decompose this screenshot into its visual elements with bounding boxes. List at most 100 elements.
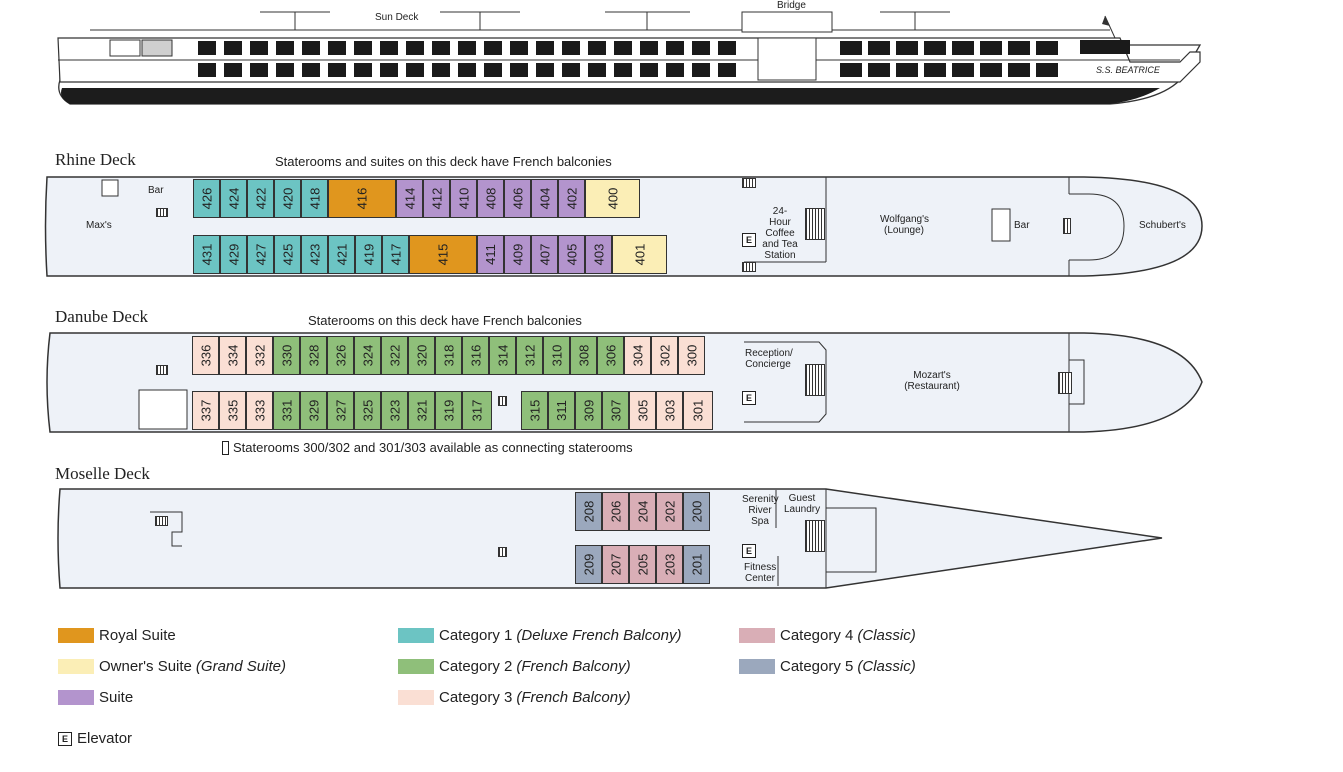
stateroom-412[interactable]: 412 bbox=[423, 179, 450, 218]
legend-cat3-swatch bbox=[398, 690, 434, 705]
stateroom-326[interactable]: 326 bbox=[327, 336, 354, 375]
stateroom-407[interactable]: 407 bbox=[531, 235, 558, 274]
rhine-stairs-2 bbox=[805, 208, 825, 240]
stateroom-304[interactable]: 304 bbox=[624, 336, 651, 375]
stateroom-204[interactable]: 204 bbox=[629, 492, 656, 531]
stateroom-411[interactable]: 411 bbox=[477, 235, 504, 274]
stateroom-303[interactable]: 303 bbox=[656, 391, 683, 430]
stateroom-301[interactable]: 301 bbox=[683, 391, 713, 430]
stateroom-318[interactable]: 318 bbox=[435, 336, 462, 375]
stateroom-405[interactable]: 405 bbox=[558, 235, 585, 274]
stateroom-333[interactable]: 333 bbox=[246, 391, 273, 430]
stateroom-410[interactable]: 410 bbox=[450, 179, 477, 218]
legend-elevator: E Elevator bbox=[58, 730, 132, 747]
stateroom-number: 426 bbox=[198, 187, 214, 210]
stateroom-325[interactable]: 325 bbox=[354, 391, 381, 430]
stateroom-331[interactable]: 331 bbox=[273, 391, 300, 430]
stateroom-402[interactable]: 402 bbox=[558, 179, 585, 218]
stateroom-327[interactable]: 327 bbox=[327, 391, 354, 430]
stateroom-431[interactable]: 431 bbox=[193, 235, 220, 274]
stateroom-421[interactable]: 421 bbox=[328, 235, 355, 274]
stateroom-number: 323 bbox=[386, 399, 402, 422]
legend-cat4: Category 4 (Classic) bbox=[739, 627, 916, 644]
stateroom-307[interactable]: 307 bbox=[602, 391, 629, 430]
stateroom-209[interactable]: 209 bbox=[575, 545, 602, 584]
stateroom-number: 404 bbox=[536, 187, 552, 210]
stateroom-number: 414 bbox=[401, 187, 417, 210]
stateroom-308[interactable]: 308 bbox=[570, 336, 597, 375]
stateroom-337[interactable]: 337 bbox=[192, 391, 219, 430]
stateroom-409[interactable]: 409 bbox=[504, 235, 531, 274]
stateroom-311[interactable]: 311 bbox=[548, 391, 575, 430]
stateroom-number: 329 bbox=[305, 399, 321, 422]
stateroom-422[interactable]: 422 bbox=[247, 179, 274, 218]
stateroom-335[interactable]: 335 bbox=[219, 391, 246, 430]
stateroom-206[interactable]: 206 bbox=[602, 492, 629, 531]
stateroom-336[interactable]: 336 bbox=[192, 336, 219, 375]
stateroom-208[interactable]: 208 bbox=[575, 492, 602, 531]
ship-name: S.S. BEATRICE bbox=[1096, 65, 1160, 75]
rhine-stairs-4 bbox=[742, 262, 756, 272]
stateroom-420[interactable]: 420 bbox=[274, 179, 301, 218]
stateroom-201[interactable]: 201 bbox=[683, 545, 710, 584]
stateroom-329[interactable]: 329 bbox=[300, 391, 327, 430]
stateroom-415[interactable]: 415 bbox=[409, 235, 477, 274]
stateroom-314[interactable]: 314 bbox=[489, 336, 516, 375]
stateroom-403[interactable]: 403 bbox=[585, 235, 612, 274]
stateroom-418[interactable]: 418 bbox=[301, 179, 328, 218]
stateroom-416[interactable]: 416 bbox=[328, 179, 396, 218]
stateroom-321[interactable]: 321 bbox=[408, 391, 435, 430]
stateroom-number: 401 bbox=[631, 243, 647, 266]
stateroom-417[interactable]: 417 bbox=[382, 235, 409, 274]
stateroom-317[interactable]: 317 bbox=[462, 391, 492, 430]
stateroom-315[interactable]: 315 bbox=[521, 391, 548, 430]
stateroom-404[interactable]: 404 bbox=[531, 179, 558, 218]
stateroom-305[interactable]: 305 bbox=[629, 391, 656, 430]
stateroom-319[interactable]: 319 bbox=[435, 391, 462, 430]
stateroom-330[interactable]: 330 bbox=[273, 336, 300, 375]
stateroom-320[interactable]: 320 bbox=[408, 336, 435, 375]
moselle-deck-title: Moselle Deck bbox=[55, 464, 150, 483]
stateroom-number: 324 bbox=[359, 344, 375, 367]
stateroom-300[interactable]: 300 bbox=[678, 336, 705, 375]
stateroom-419[interactable]: 419 bbox=[355, 235, 382, 274]
stateroom-322[interactable]: 322 bbox=[381, 336, 408, 375]
stateroom-426[interactable]: 426 bbox=[193, 179, 220, 218]
stateroom-207[interactable]: 207 bbox=[602, 545, 629, 584]
stateroom-202[interactable]: 202 bbox=[656, 492, 683, 531]
stateroom-427[interactable]: 427 bbox=[247, 235, 274, 274]
stateroom-205[interactable]: 205 bbox=[629, 545, 656, 584]
stateroom-306[interactable]: 306 bbox=[597, 336, 624, 375]
connecting-note: Staterooms 300/302 and 301/303 available… bbox=[222, 440, 633, 455]
stateroom-316[interactable]: 316 bbox=[462, 336, 489, 375]
legend-cat2: Category 2 (French Balcony) bbox=[398, 658, 631, 675]
stateroom-310[interactable]: 310 bbox=[543, 336, 570, 375]
stateroom-424[interactable]: 424 bbox=[220, 179, 247, 218]
stateroom-203[interactable]: 203 bbox=[656, 545, 683, 584]
stateroom-328[interactable]: 328 bbox=[300, 336, 327, 375]
stateroom-400[interactable]: 400 bbox=[585, 179, 640, 218]
stateroom-number: 326 bbox=[332, 344, 348, 367]
stateroom-323[interactable]: 323 bbox=[381, 391, 408, 430]
stateroom-401[interactable]: 401 bbox=[612, 235, 667, 274]
stateroom-408[interactable]: 408 bbox=[477, 179, 504, 218]
legend-cat1: Category 1 (Deluxe French Balcony) bbox=[398, 627, 681, 644]
stateroom-302[interactable]: 302 bbox=[651, 336, 678, 375]
stateroom-334[interactable]: 334 bbox=[219, 336, 246, 375]
stateroom-200[interactable]: 200 bbox=[683, 492, 710, 531]
stateroom-number: 301 bbox=[690, 399, 706, 422]
stateroom-number: 321 bbox=[413, 399, 429, 422]
stateroom-406[interactable]: 406 bbox=[504, 179, 531, 218]
stateroom-number: 412 bbox=[428, 187, 444, 210]
stateroom-312[interactable]: 312 bbox=[516, 336, 543, 375]
stateroom-423[interactable]: 423 bbox=[301, 235, 328, 274]
stateroom-number: 306 bbox=[602, 344, 618, 367]
stateroom-324[interactable]: 324 bbox=[354, 336, 381, 375]
stateroom-332[interactable]: 332 bbox=[246, 336, 273, 375]
legend-owners-name: Owner's Suite bbox=[99, 658, 192, 675]
stateroom-414[interactable]: 414 bbox=[396, 179, 423, 218]
stateroom-429[interactable]: 429 bbox=[220, 235, 247, 274]
stateroom-425[interactable]: 425 bbox=[274, 235, 301, 274]
stateroom-number: 406 bbox=[509, 187, 525, 210]
stateroom-309[interactable]: 309 bbox=[575, 391, 602, 430]
